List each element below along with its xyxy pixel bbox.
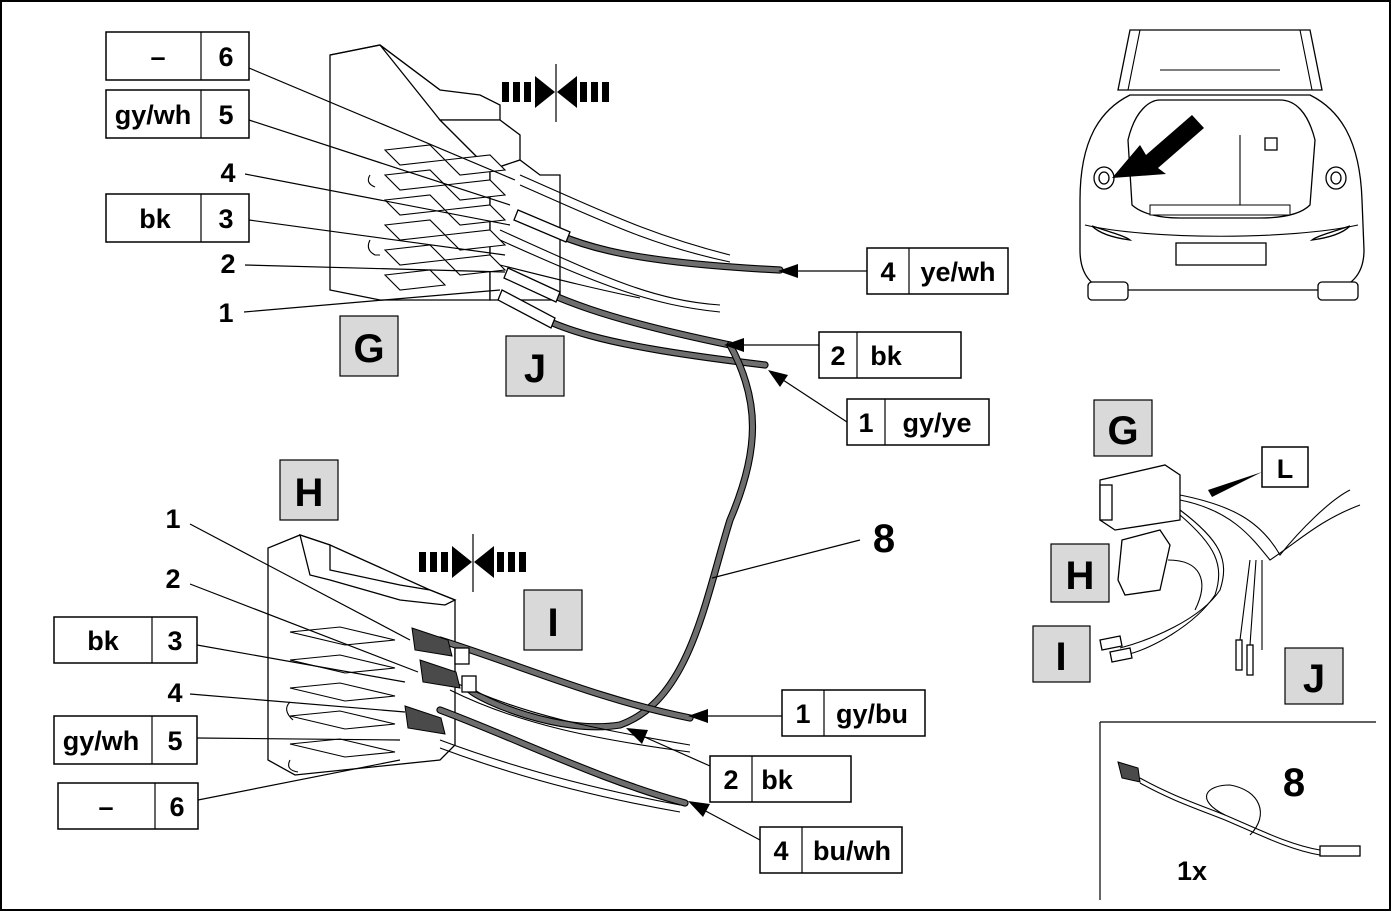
svg-text:4: 4 [773,836,788,866]
svg-text:bk: bk [87,626,119,656]
svg-text:8: 8 [873,517,895,561]
svg-text:bu/wh: bu/wh [813,836,891,866]
svg-text:2: 2 [830,341,845,371]
svg-text:H: H [295,471,324,515]
letter-h-box: H [279,459,339,521]
svg-text:5: 5 [167,726,182,756]
letter-l-box: L [1208,446,1309,497]
top-callout-pin2: 2 [220,249,506,279]
wire-label-1-gy-bu: 1 gy/bu [688,689,926,737]
svg-text:1: 1 [858,408,873,438]
svg-text:2: 2 [165,564,180,594]
svg-text:6: 6 [169,792,184,822]
letter-i-box: I [523,589,583,651]
push-arrows-top [502,64,609,122]
svg-text:L: L [1277,454,1294,484]
letter-i-small: I [1032,625,1091,683]
bottom-callout-pin4: 4 [167,678,406,713]
svg-text:ye/wh: ye/wh [920,257,995,287]
svg-text:G: G [353,327,384,371]
pin5-number: 5 [218,100,233,130]
top-callout-pin3: bk 3 [105,193,506,256]
pin6-number: 6 [218,42,233,72]
letter-j-box: J [505,335,565,397]
svg-text:8: 8 [1283,761,1305,805]
inset-cable-8: 8 1x [1099,721,1376,900]
pin4-number: 4 [220,158,235,188]
wire-label-1-gy-ye: 1 gy/ye [768,370,990,446]
svg-text:1x: 1x [1177,856,1207,886]
letter-h-small: H [1050,543,1110,603]
svg-text:H: H [1066,554,1095,598]
svg-text:1: 1 [165,504,180,534]
letter-j-small: J [1284,647,1344,705]
svg-text:1: 1 [795,699,810,729]
top-callout-pin6: – 6 [105,31,516,181]
top-callout-pin5: gy/wh 5 [105,89,511,206]
pin1-number: 1 [218,298,233,328]
wire-label-2-bk-top: 2 bk [724,331,962,379]
svg-text:bk: bk [761,765,793,795]
pin2-number: 2 [220,249,235,279]
bottom-callout-pin2: 2 [165,564,419,673]
wire-label-2-bk-bottom: 2 bk [626,728,852,803]
cable-8-label: 8 [711,517,895,579]
svg-text:gy/wh: gy/wh [63,726,140,756]
svg-text:4: 4 [167,678,182,708]
svg-text:2: 2 [723,765,738,795]
svg-text:I: I [547,601,558,645]
svg-text:3: 3 [167,626,182,656]
bottom-callout-pin1: 1 [165,504,411,641]
svg-text:gy/ye: gy/ye [902,408,971,438]
letter-g-small: G [1093,399,1153,457]
svg-text:gy/bu: gy/bu [836,699,908,729]
bottom-callout-pin6: – 6 [57,759,401,830]
pin3-color: bk [139,204,171,234]
car-rear-illustration [1079,29,1365,301]
svg-text:4: 4 [880,257,895,287]
svg-text:G: G [1107,409,1138,453]
pin3-number: 3 [218,204,233,234]
svg-text:I: I [1055,635,1066,679]
top-callout-pin1: 1 [218,289,501,328]
bottom-callout-pin3: bk 3 [53,616,406,683]
letter-g-box: G [339,315,399,377]
top-wires [466,174,784,731]
top-callout-pin4: 4 [220,158,511,226]
svg-text:J: J [524,347,546,391]
bottom-wires [404,627,694,813]
harness-overview [1099,464,1361,676]
svg-text:–: – [98,792,113,822]
wire-label-4-bu-wh: 4 bu/wh [688,801,903,874]
push-arrows-bottom [419,534,526,592]
svg-text:bk: bk [870,341,902,371]
bottom-callout-pin5: gy/wh 5 [53,715,401,765]
pin5-color: gy/wh [115,100,192,130]
pin6-color: – [150,42,165,72]
wire-label-4-ye-wh: 4 ye/wh [778,247,1009,295]
svg-text:J: J [1303,657,1325,701]
